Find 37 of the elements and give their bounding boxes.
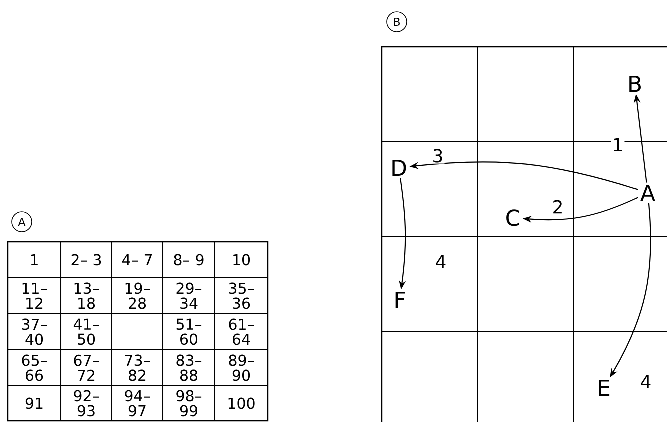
- table-cell: 19– 28: [126, 282, 150, 310]
- table-cell: 2– 3: [72, 254, 102, 266]
- table-cell: 89– 90: [229, 354, 254, 382]
- panel-label: A: [12, 212, 32, 232]
- edge-label: 1: [611, 137, 625, 153]
- table-cell: 92– 93: [74, 390, 100, 417]
- table-cell: 73– 82: [125, 354, 150, 382]
- point-letter: A: [640, 184, 656, 201]
- table-cell: 65– 66: [22, 354, 48, 382]
- table-cell: 10: [234, 254, 250, 266]
- table-cell: 83– 88: [176, 354, 202, 382]
- edge-label: 3: [431, 148, 445, 164]
- point-letter: C: [506, 210, 520, 226]
- table-cell: 37– 40: [22, 318, 48, 346]
- table-cell: 8– 9: [174, 254, 204, 266]
- table-cell: 61– 64: [229, 318, 254, 346]
- table-cell: 1: [31, 254, 38, 266]
- edge-label: 4: [639, 374, 653, 390]
- table-cell: 51– 60: [176, 318, 202, 346]
- panel-label: B: [386, 12, 408, 32]
- table-cell: 4– 7: [122, 254, 152, 266]
- point-letter: E: [599, 380, 610, 396]
- table-cell: 29– 34: [176, 282, 202, 310]
- table-cell: 94– 97: [125, 390, 150, 417]
- point-letter: D: [392, 160, 406, 176]
- table-cell: 13– 18: [74, 282, 100, 310]
- table-cell: 91: [26, 398, 43, 410]
- edge-label: 4: [434, 254, 448, 270]
- table-cell: 35– 36: [229, 282, 254, 310]
- table-cell: 41– 50: [74, 318, 100, 346]
- table-cell: 11– 12: [22, 283, 48, 309]
- table-cell: 98– 99: [176, 390, 202, 417]
- edge-label: 2: [551, 199, 565, 215]
- table-cell: 67– 72: [74, 354, 100, 382]
- point-letter: B: [630, 76, 641, 92]
- point-letter: F: [396, 292, 406, 308]
- table-cell: 100: [228, 398, 255, 410]
